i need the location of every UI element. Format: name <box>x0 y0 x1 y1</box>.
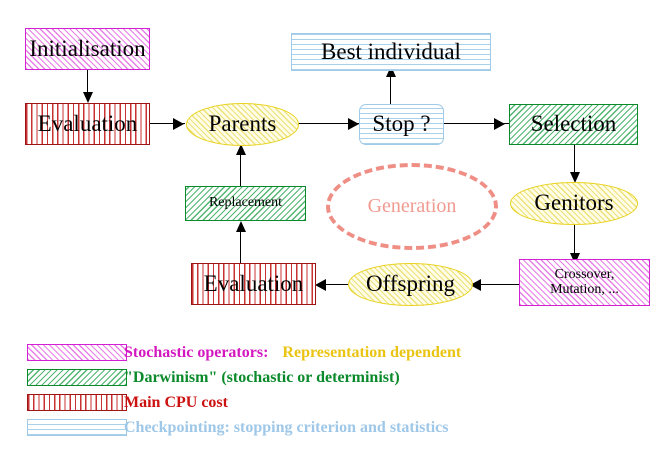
node-evaluation-top-label: Evaluation <box>37 110 138 136</box>
node-selection: Selection <box>509 104 638 145</box>
connector-stop-to-selection <box>443 123 510 125</box>
connector-parents-to-stop <box>298 123 362 125</box>
connector-crossover-to-offspring <box>473 284 519 286</box>
legend-row: "Darwinism" (stochastic or determinist) <box>0 365 662 390</box>
node-replacement: Replacement <box>185 186 306 221</box>
legend-label-darwinism: "Darwinism" (stochastic or determinist) <box>124 368 400 386</box>
node-evaluation-bottom-label: Evaluation <box>203 270 304 296</box>
arrowhead-crossover-to-offspring <box>470 279 481 291</box>
node-initialisation-label: Initialisation <box>29 35 146 61</box>
legend-text-primary: Stochastic operators: <box>124 343 269 361</box>
node-offspring: Offspring <box>348 263 473 306</box>
legend-label-checkpointing: Checkpointing: stopping criterion and st… <box>124 418 449 436</box>
arrowhead-replacement-to-parents <box>236 144 246 155</box>
legend-label-stochastic-operators: Stochastic operators: Representation depe… <box>124 344 461 362</box>
legend-row: Main CPU cost <box>0 390 662 415</box>
legend-text-secondary: Representation dependent <box>282 343 462 361</box>
node-generation: Generation <box>326 163 498 250</box>
connector-selection-to-genitors <box>574 145 576 175</box>
connector-replacement-to-parents <box>240 152 242 186</box>
legend-label-main-cpu-cost: Main CPU cost <box>124 393 228 411</box>
legend: Stochastic operators: Representation depe… <box>0 340 662 440</box>
arrowhead-stop-to-best <box>386 66 396 77</box>
arrowhead-init-to-eval <box>83 92 93 103</box>
legend-swatch-stochastic-operators <box>27 344 127 361</box>
node-evaluation-top: Evaluation <box>25 103 150 145</box>
node-stop-label: Stop ? <box>372 111 431 137</box>
node-stop: Stop ? <box>359 104 444 145</box>
arrowhead-genitors-to-crossover <box>570 253 580 264</box>
legend-swatch-darwinism <box>27 369 127 386</box>
connector-init-to-eval <box>87 70 89 94</box>
node-generation-label: Generation <box>367 195 457 217</box>
arrowhead-eval-to-replacement <box>236 221 246 232</box>
connector-eval-to-replacement <box>240 228 242 264</box>
connector-eval-to-parents <box>149 123 185 125</box>
node-best-individual-label: Best individual <box>321 38 461 64</box>
node-genitors-label: Genitors <box>534 190 614 216</box>
node-offspring-label: Offspring <box>365 271 455 297</box>
legend-swatch-main-cpu-cost <box>27 394 127 411</box>
arrowhead-stop-to-selection <box>494 118 505 130</box>
node-replacement-label: Replacement <box>208 195 283 211</box>
arrowhead-parents-to-stop <box>348 118 359 130</box>
node-crossover-mutation-label-line2: Mutation, ... <box>550 281 619 297</box>
legend-row: Stochastic operators: Representation depe… <box>0 340 662 365</box>
node-genitors: Genitors <box>510 182 638 225</box>
node-crossover-mutation-label-line1: Crossover, <box>554 266 615 282</box>
node-best-individual: Best individual <box>291 33 491 71</box>
arrowhead-eval-to-parents <box>173 118 184 130</box>
node-evaluation-bottom: Evaluation <box>191 263 316 305</box>
arrowhead-offspring-to-eval <box>315 279 326 291</box>
arrowhead-selection-to-genitors <box>570 172 580 183</box>
node-initialisation: Initialisation <box>25 28 150 70</box>
connector-stop-to-best <box>390 74 392 104</box>
node-parents: Parents <box>186 103 299 146</box>
node-selection-label: Selection <box>530 111 617 137</box>
legend-swatch-checkpointing <box>27 419 127 436</box>
legend-row: Checkpointing: stopping criterion and st… <box>0 415 662 440</box>
node-parents-label: Parents <box>208 111 277 137</box>
connector-genitors-to-crossover <box>574 224 576 257</box>
connector-offspring-to-eval <box>318 284 360 286</box>
node-crossover-mutation: Crossover, Mutation, ... <box>519 259 650 306</box>
